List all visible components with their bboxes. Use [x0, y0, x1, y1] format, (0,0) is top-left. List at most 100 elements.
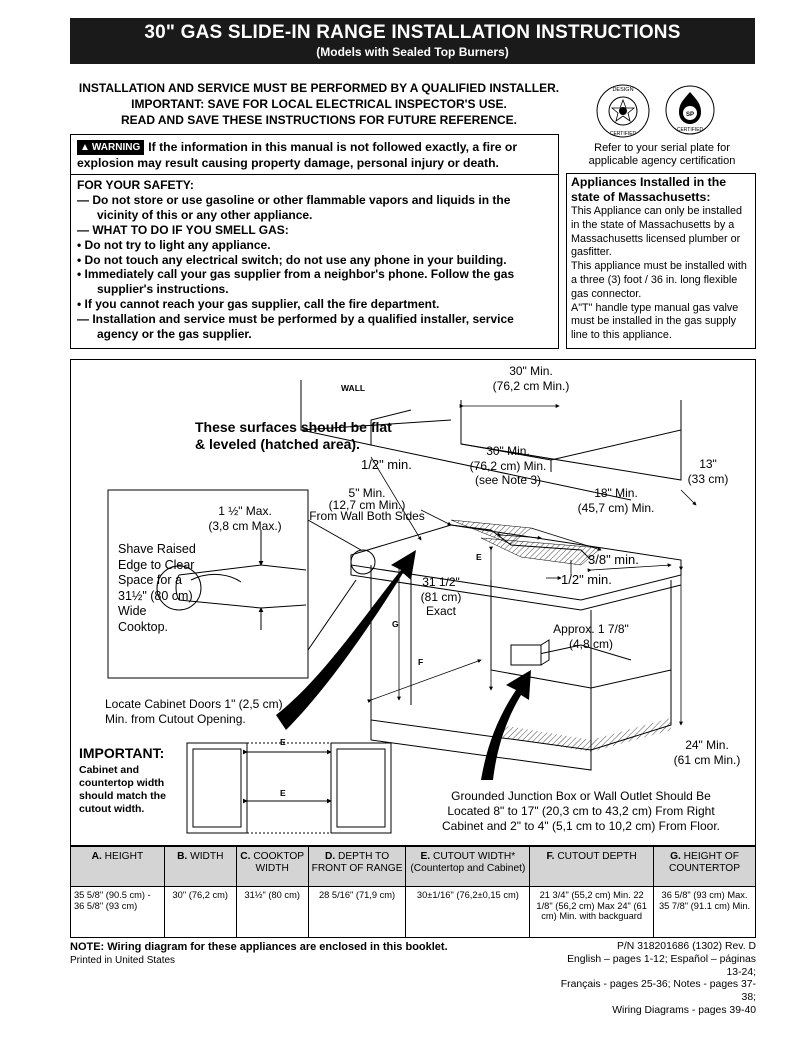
dim-twentyfour-in: 24" Min. — [685, 738, 729, 752]
cell-height: 35 5/8" (90.5 cm) - 36 5/8" (93 cm) — [70, 886, 165, 938]
warning-badge-label: WARNING — [91, 142, 141, 153]
table-header-row: A. HEIGHT B. WIDTH C. COOKTOP WIDTH D. D… — [70, 846, 756, 887]
serial-plate-note: Refer to your serial plate for applicabl… — [588, 142, 736, 167]
shave-edge-note: Shave Raised Edge to Clear Space for a 3… — [118, 542, 196, 634]
cell-cooktop-width: 31½" (80 cm) — [235, 886, 309, 938]
seal-design-bottom: CERTIFIED — [610, 131, 637, 137]
label-e-top: E — [476, 552, 482, 562]
dim-exact: Exact — [425, 604, 456, 618]
massachusetts-p2: This appliance must be installed with a … — [571, 260, 747, 300]
wiring-note: NOTE: Wiring diagram for these appliance… — [70, 941, 448, 953]
notice-line-3: READ AND SAVE THESE INSTRUCTIONS FOR FUT… — [120, 113, 518, 127]
page-subtitle: (Models with Sealed Top Burners) — [316, 45, 509, 59]
warning-badge: ▲WARNING — [77, 140, 145, 155]
label-g: G — [392, 619, 399, 629]
cell-width: 30" (76,2 cm) — [163, 886, 237, 938]
cell-cutout-width: 30±1/16" (76,2±0,15 cm) — [405, 886, 531, 938]
dim-mid-min: 30" Min. (76,2 cm) Min. (see Note 3) — [453, 444, 563, 488]
printed-in: Printed in United States — [70, 955, 176, 966]
header-height: A. HEIGHT — [70, 846, 165, 887]
dim-max-half-in: 1 ½" Max. — [218, 504, 272, 518]
flat-surfaces-line-2: & leveled (hatched area). — [195, 436, 360, 452]
cabinet-doors-note: Locate Cabinet Doors 1" (2,5 cm) Min. fr… — [105, 697, 283, 726]
warning-triangle-icon: ▲ — [80, 142, 90, 153]
massachusetts-title: Appliances Installed in the state of Mas… — [571, 175, 727, 204]
page-title: 30" GAS SLIDE-IN RANGE INSTALLATION INST… — [144, 22, 681, 43]
header-depth-text: DEPTH TO FRONT OF RANGE — [311, 851, 403, 874]
installation-diagram: WALL 30" Min. (76,2 cm Min.) These surfa… — [70, 359, 756, 846]
installation-notices: INSTALLATION AND SERVICE MUST BE PERFORM… — [70, 80, 568, 128]
dim-approx-in: Approx. 1 7/8" — [553, 622, 629, 636]
csa-certified-seal-icon: SP CERTIFIED — [665, 85, 715, 135]
massachusetts-p3: A"T" handle type manual gas valve must b… — [571, 301, 739, 342]
safety-bullet-3: • Immediately call your gas supplier fro… — [77, 267, 515, 297]
header-width-text: WIDTH — [187, 851, 224, 862]
safety-line-1: — Do not store or use gasoline or other … — [77, 192, 511, 222]
cell-cutout-depth: 21 3/4" (55,2 cm) Min. 22 1/8" (56,2 cm)… — [529, 886, 655, 938]
arrow-junction-box — [481, 670, 531, 780]
safety-heading: FOR YOUR SAFETY: — [77, 178, 194, 192]
flat-surfaces-note: These surfaces should be flat & leveled … — [195, 419, 392, 453]
dim-thirteen-cm: (33 cm) — [687, 471, 729, 486]
seal-design-top: DESIGN — [612, 87, 633, 93]
wall-cabinets — [300, 380, 682, 501]
wall-label: WALL — [341, 383, 366, 393]
header-height-text: HEIGHT — [101, 851, 144, 862]
dim-top-min-cm: (76,2 cm Min.) — [492, 378, 570, 393]
dim-thirtyone: 31 1/2" (81 cm) Exact — [413, 575, 469, 619]
dim-from-wall: From Wall Both Sides — [309, 509, 425, 523]
seal-csa-label: CERTIFIED — [677, 127, 704, 133]
header-cooktop-width: C. COOKTOP WIDTH — [235, 846, 309, 887]
dim-thirteen-in: 13" — [699, 457, 717, 471]
safety-line-2: — WHAT TO DO IF YOU SMELL GAS: — [77, 222, 289, 237]
important-text: Cabinet and countertop width should matc… — [79, 764, 166, 815]
cabinet-doors — [186, 742, 392, 834]
dim-half-min: 1/2" min. — [361, 457, 412, 472]
design-certified-seal-icon: DESIGN CERTIFIED — [596, 84, 650, 138]
header-depth-letter: D. — [324, 851, 336, 862]
svg-text:SP: SP — [686, 112, 694, 118]
grounded-line-1: Grounded Junction Box or Wall Outlet Sho… — [451, 789, 711, 803]
notice-line-1: INSTALLATION AND SERVICE MUST BE PERFORM… — [78, 81, 560, 95]
label-e-door-bottom: E — [280, 788, 286, 798]
cell-countertop-height: 36 5/8" (93 cm) Max. 35 7/8" (91.1 cm) M… — [653, 886, 756, 938]
dim-eighteen-cm: (45,7 cm) Min. — [577, 500, 655, 515]
dim-eighteen: 18" Min. (45,7 cm) Min. — [566, 486, 666, 515]
massachusetts-box: Appliances Installed in the state of Mas… — [566, 173, 756, 349]
dim-five-min-cm: (12,7 cm Min.) — [328, 497, 406, 512]
diagram-drawing — [107, 380, 697, 834]
raised-edge-detail — [156, 519, 362, 651]
dim-top-min: 30" Min. (76,2 cm Min.) — [464, 364, 598, 393]
dim-five-min-in: 5" Min. — [348, 486, 386, 500]
dim-three-eighths: 3/8" min. — [588, 552, 639, 567]
dim-max-half-cm: (3,8 cm Max.) — [208, 518, 282, 533]
pages-line-3: Wiring Diagrams - pages 39-40 — [612, 1004, 756, 1016]
dim-thirtyone-cm: (81 cm) — [420, 589, 462, 604]
title-bar: 30" GAS SLIDE-IN RANGE INSTALLATION INST… — [70, 18, 755, 64]
dim-five-min: 5" Min. (12,7 cm Min.) From Wall Both Si… — [299, 486, 435, 524]
grounded-junction-note: Grounded Junction Box or Wall Outlet Sho… — [426, 789, 736, 834]
header-cooktop-letter: C. — [240, 851, 251, 862]
header-countertop-text: HEIGHT OF COUNTERTOP — [669, 851, 740, 874]
header-depth: D. DEPTH TO FRONT OF RANGE — [307, 846, 407, 887]
dim-eighteen-in: 18" Min. — [594, 486, 638, 500]
label-f: F — [418, 657, 424, 667]
dim-thirtyone-in: 31 1/2" — [422, 575, 460, 589]
header-width: B. WIDTH — [163, 846, 237, 887]
header-countertop-height: G. HEIGHT OF COUNTERTOP — [653, 846, 756, 887]
safety-bullet-1: • Do not try to light any appliance. — [77, 237, 271, 252]
arrow-surfaces — [276, 550, 416, 730]
safety-line-3: — Installation and service must be perfo… — [77, 312, 514, 342]
header-cutout-width-letter: E. — [420, 851, 431, 862]
certification-seals: DESIGN CERTIFIED SP CERTIFIED — [596, 84, 715, 138]
table-row: 35 5/8" (90.5 cm) - 36 5/8" (93 cm) 30" … — [70, 886, 756, 938]
part-number: P/N 318201686 (1302) Rev. D — [616, 941, 756, 952]
header-cutout-depth-text: CUTOUT DEPTH — [554, 851, 637, 862]
dim-approx: Approx. 1 7/8" (4,8 cm) — [541, 622, 641, 651]
header-cooktop-text: COOKTOP WIDTH — [250, 851, 305, 874]
dim-see-note: (see Note 3) — [474, 473, 542, 487]
header-height-letter: A. — [91, 851, 102, 862]
safety-box: FOR YOUR SAFETY: — Do not store or use g… — [70, 174, 559, 349]
safety-bullet-4: • If you cannot reach your gas supplier,… — [77, 297, 440, 312]
